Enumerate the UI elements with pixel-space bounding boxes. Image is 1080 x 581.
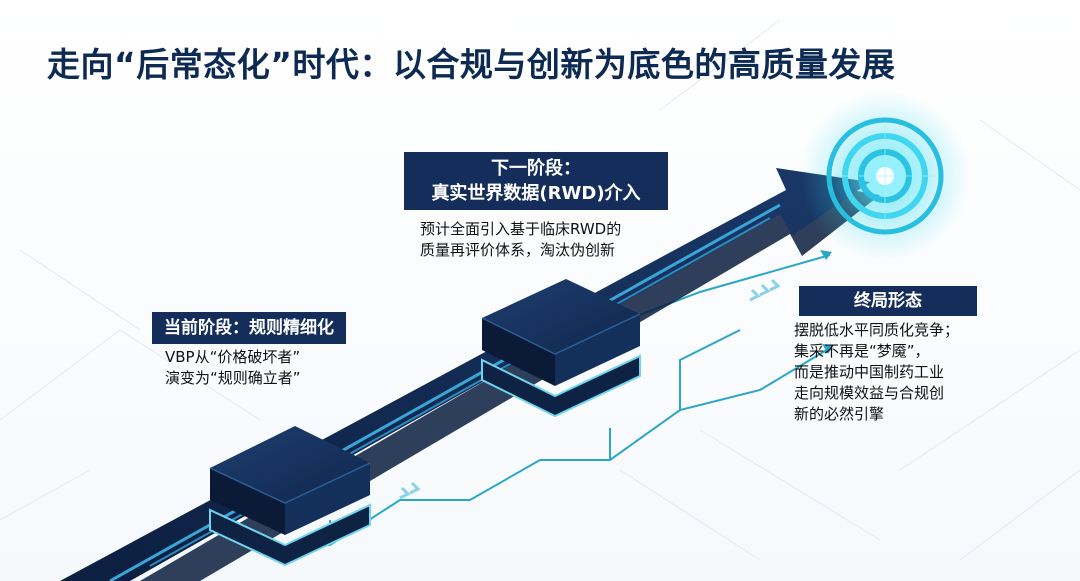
circuit-arrowheads [820, 250, 834, 354]
stage-desc-next: 预计全面引入基于临床RWD的 质量再评价体系，淘汰伪创新 [420, 219, 621, 261]
stage-desc-line: 走向规模效益与合规创 [794, 384, 945, 402]
stage-label-end: 终局形态 [799, 286, 977, 316]
stage-desc-line: 演变为“规则确立者” [165, 369, 301, 387]
stage-desc-line: 新的必然引擎 [794, 405, 885, 423]
background-grid [0, 19, 1080, 561]
stage-label-line: 下一阶段： [491, 158, 581, 179]
stage-desc-line: 预计全面引入基于临床RWD的 [420, 220, 622, 238]
stage-desc-end: 摆脱低水平同质化竞争； 集采不再是“梦魇”， 而是推动中国制药工业 走向规模效益… [794, 320, 959, 425]
stage-block-current [209, 426, 371, 567]
stage-label-line: 真实世界数据(RWD)介入 [431, 183, 641, 204]
target-icon [800, 91, 970, 261]
stage-label-next: 下一阶段： 真实世界数据(RWD)介入 [404, 152, 668, 210]
stage-desc-current: VBP从“价格破坏者” 演变为“规则确立者” [165, 347, 301, 389]
stage-desc-line: 而是推动中国制药工业 [794, 363, 945, 381]
stage-desc-line: 质量再评价体系，淘汰伪创新 [420, 241, 616, 259]
page-title: 走向“后常态化”时代：以合规与创新为底色的高质量发展 [47, 45, 896, 84]
stage-desc-line: 摆脱低水平同质化竞争； [794, 321, 960, 339]
stage-desc-line: VBP从“价格破坏者” [165, 348, 301, 366]
stage-label-current: 当前阶段：规则精细化 [152, 312, 346, 344]
chevron-arrows-icon [399, 278, 781, 500]
stage-desc-line: 集采不再是“梦魇”， [794, 342, 930, 360]
stage-block-next [481, 279, 641, 418]
